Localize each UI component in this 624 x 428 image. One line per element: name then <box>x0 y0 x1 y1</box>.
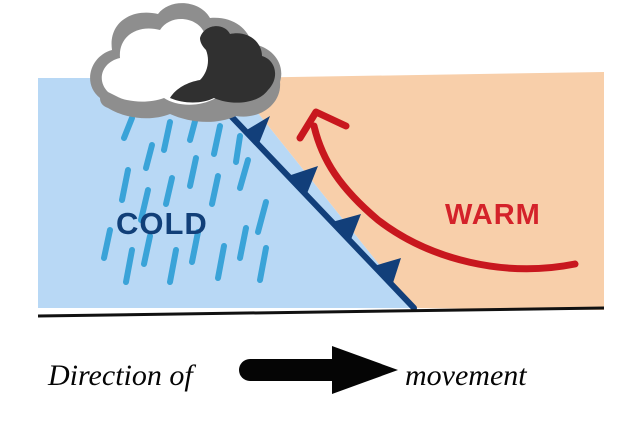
cold-label: COLD <box>116 206 208 241</box>
rain-streak <box>167 247 179 285</box>
rain-streak <box>233 133 243 165</box>
rain-streak <box>237 225 249 261</box>
rain-streak <box>255 199 269 235</box>
front-triangle <box>332 214 361 242</box>
rain-cloud-icon <box>90 3 282 122</box>
ground-line <box>37 306 605 318</box>
curved-up-arrow-icon <box>296 108 579 273</box>
warm-label: WARM <box>445 199 541 231</box>
rain-streak <box>141 233 153 267</box>
cold-front-symbol-icon <box>227 112 417 311</box>
rain-streaks-icon <box>101 107 269 285</box>
rain-streak <box>211 123 223 157</box>
rain-streak <box>237 157 251 191</box>
rain-streak <box>119 167 131 203</box>
rain-streak <box>143 142 155 171</box>
rain-streak <box>163 175 175 207</box>
rain-streak <box>101 227 113 261</box>
front-triangle <box>245 116 270 146</box>
front-triangle <box>374 258 401 286</box>
rain-streak <box>189 229 201 265</box>
rain-streak <box>123 247 135 285</box>
rain-streak <box>161 119 173 153</box>
warm-air-arrow-head <box>296 108 350 142</box>
direction-suffix: movement <box>405 359 527 392</box>
rain-streak <box>187 155 199 189</box>
warm-air-arrow-shaft <box>310 122 579 273</box>
rain-streak <box>138 187 151 223</box>
rain-streak <box>209 173 221 207</box>
rain-streak <box>121 115 135 141</box>
front-triangle <box>288 166 318 196</box>
right-arrow-icon <box>239 346 398 394</box>
rain-streak <box>257 245 269 283</box>
direction-prefix: Direction of <box>47 359 196 392</box>
cloud-shadow <box>170 26 276 103</box>
direction-arrow-head <box>332 346 398 394</box>
warm-air-mass <box>230 72 604 310</box>
rain-streak <box>215 243 227 281</box>
